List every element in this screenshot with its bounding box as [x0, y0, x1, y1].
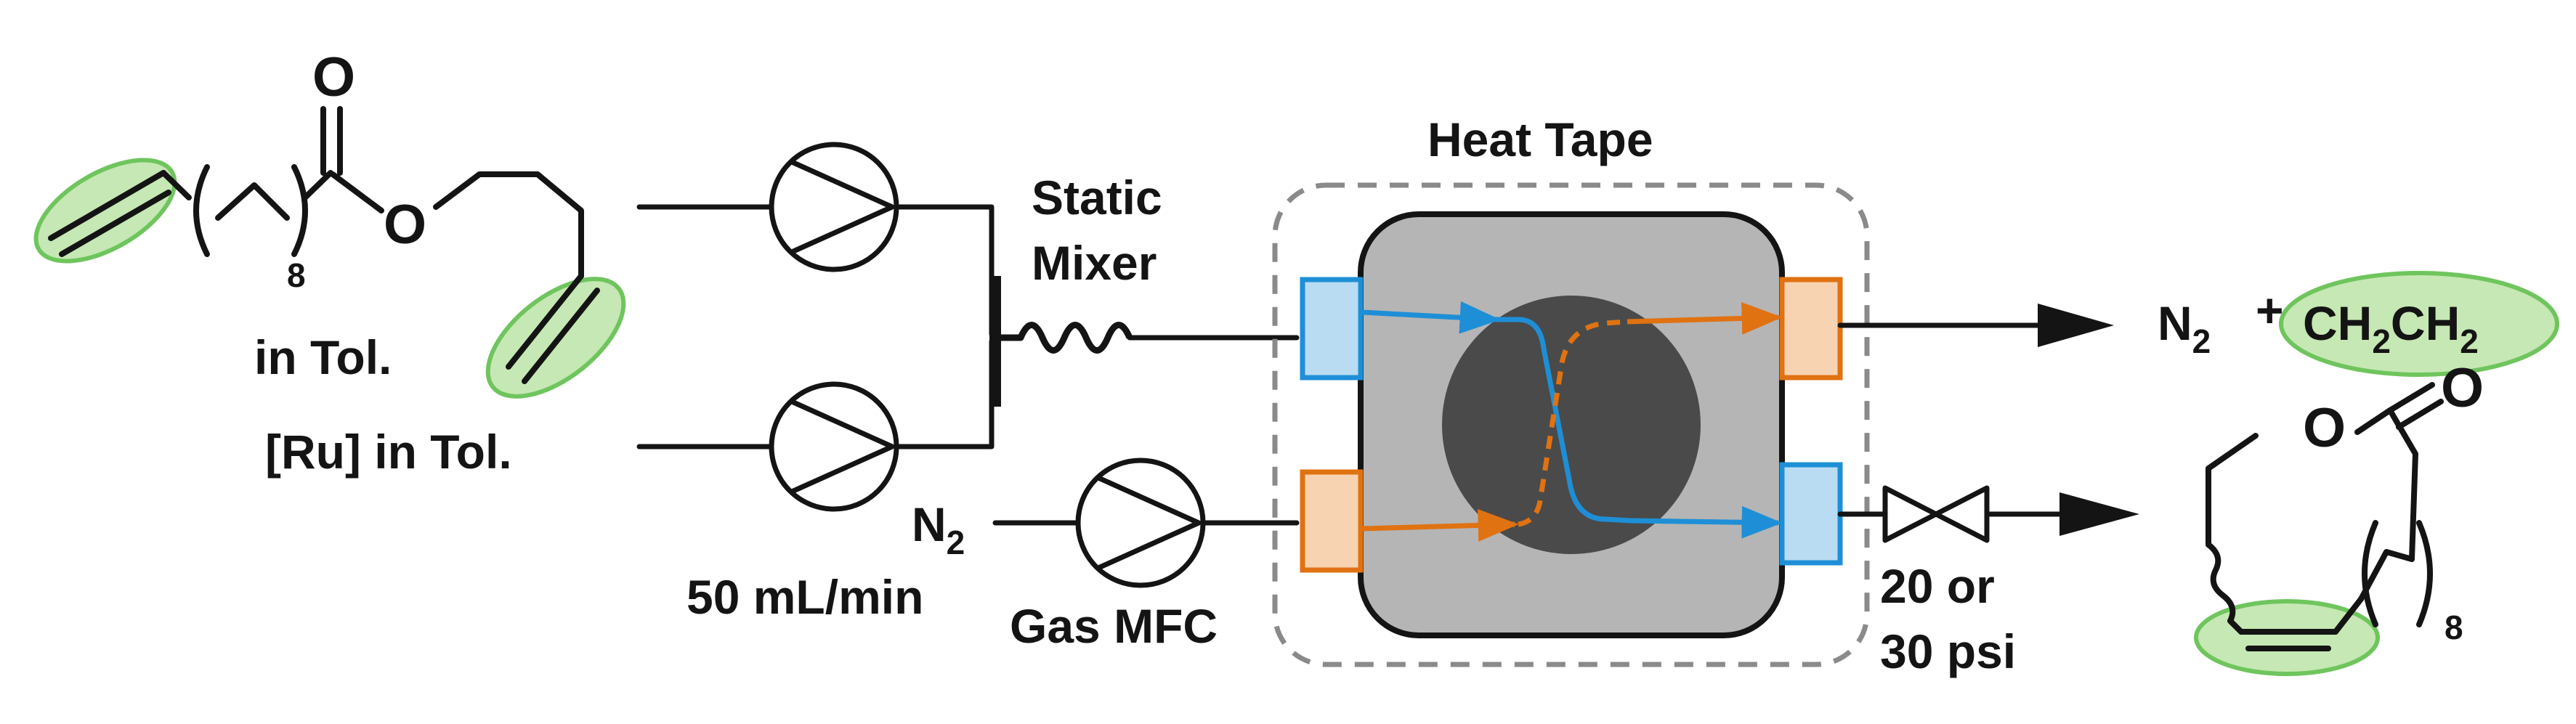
product-chain-repeat-count: 8: [2445, 609, 2463, 646]
ring-o-to-carbonyl: [2354, 407, 2393, 435]
alkyl-chain-left: [161, 170, 192, 200]
catalyst-pump-outlet: [894, 338, 995, 450]
ring-wavy-bond: [2206, 542, 2244, 635]
product-carbonyl-bond: [2387, 382, 2435, 413]
byproduct-plus: +: [2256, 283, 2284, 337]
product-ring-oxygen: O: [2303, 397, 2346, 459]
vinyl-bond-right-2: [522, 288, 600, 384]
byproduct-n2: N2: [2158, 296, 2211, 360]
static-mixer-label-2: Mixer: [1032, 236, 1157, 290]
gas-n2-label: N2: [912, 497, 965, 561]
liquid-stream-path: [1496, 317, 1632, 524]
carbonyl-to-ester-o: [330, 171, 384, 213]
back-pressure-regulator: [1882, 485, 1990, 543]
vinyl-bond-right: [506, 273, 584, 370]
chain-repeat-count: 8: [287, 256, 306, 294]
liquid-outlet-arrowhead: [2059, 492, 2139, 536]
substrate-pump: [769, 142, 899, 272]
byproduct-ethylene: CH2CH2: [2303, 296, 2479, 360]
liquid-inlet-port: [1300, 277, 1364, 381]
repeat-bracket-open: [193, 164, 210, 257]
terminal-alkene-highlight-left: [33, 158, 177, 264]
liquid-stream-out: [1630, 505, 1783, 539]
static-mixer: [989, 276, 1300, 407]
chain-to-carbonyl: [302, 170, 333, 200]
tube-in-tube-reactor: [1358, 211, 1785, 638]
heat-tape-label: Heat Tape: [1427, 113, 1653, 166]
gas-stream-out: [1627, 302, 1783, 335]
gas-mfc-label: Gas MFC: [1010, 599, 1218, 653]
gas-outlet-port: [1779, 277, 1843, 381]
ester-o-chain: [433, 171, 584, 279]
gas-inlet-port: [1300, 469, 1364, 573]
internal-alkene-highlight: [2194, 599, 2380, 676]
static-mixer-label-1: Static: [1032, 171, 1162, 224]
catalyst-pump: [769, 381, 899, 512]
vinyl-bond-left-2: [59, 190, 171, 257]
product-chain-up: [2387, 407, 2418, 562]
pressure-label-2: 30 psi: [1880, 625, 2016, 678]
gas-outlet-arrowhead: [2038, 304, 2114, 347]
substrate-solvent-label: in Tol.: [254, 330, 392, 384]
product-carbonyl-oxygen: O: [2441, 357, 2484, 419]
catalyst-label: [Ru] in Tol.: [265, 425, 512, 479]
vinyl-bond-left: [48, 170, 166, 241]
substrate-pump-outlet: [894, 204, 995, 337]
gas-stream-path: [1518, 319, 1628, 527]
liquid-stream-in: [1361, 301, 1501, 334]
substrate-molecule: 8 O O: [33, 46, 626, 399]
pressure-label-1: 20 or: [1880, 559, 1995, 613]
product-macrolactone: 8 O O: [2194, 357, 2484, 676]
product-repeat-bracket-open: [2362, 520, 2378, 627]
repeat-bracket-close: [291, 164, 308, 257]
ring-left-chain: [2206, 433, 2259, 548]
ethylene-highlight: [2279, 271, 2559, 377]
product-carbonyl-bond-2: [2396, 399, 2444, 430]
carbonyl-oxygen: O: [312, 46, 355, 108]
liquid-outlet-port: [1779, 462, 1843, 566]
product-repeat-bracket-close: [2416, 520, 2433, 627]
product-chain: [2358, 549, 2415, 602]
gas-flow-rate: 50 mL/min: [686, 570, 923, 624]
gas-mfc-pump: [1075, 457, 1206, 588]
alkyl-chain-mid: [215, 182, 290, 221]
ring-alkene-bond: [2238, 596, 2364, 635]
reactor-core: [1442, 296, 1701, 554]
gas-stream-in: [1361, 509, 1519, 542]
ester-oxygen: O: [384, 194, 426, 256]
